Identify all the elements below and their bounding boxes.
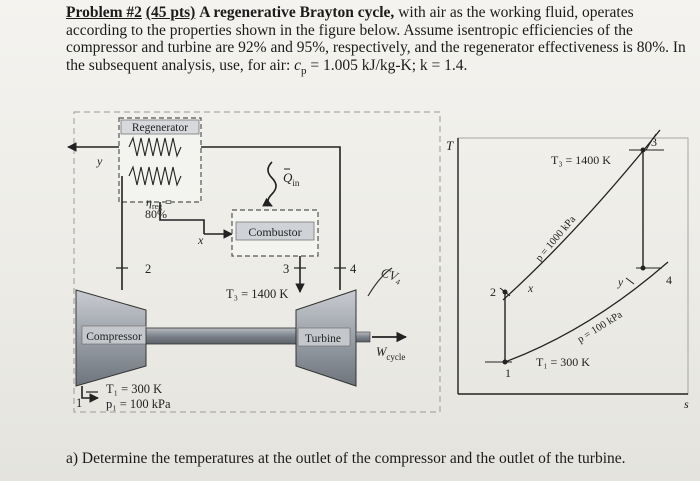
- schematic-panel: [73, 111, 441, 413]
- problem-statement: Problem #2 (45 pts) A regenerative Brayt…: [66, 4, 694, 80]
- question-a-label: a): [66, 450, 79, 467]
- schematic-y-label: y: [96, 154, 103, 168]
- problem-body: with air as the working fluid, operates …: [66, 4, 686, 74]
- cp-symbol: c: [294, 56, 302, 74]
- ts-t1-label: T₁ = 300 K: [536, 355, 590, 369]
- question-a: a) Determine the temperatures at the out…: [66, 450, 626, 468]
- regenerator-coil-bottom: [128, 165, 182, 187]
- combustor-label: Combustor: [248, 225, 301, 239]
- schematic-state-4: 4: [350, 262, 357, 276]
- ts-axis-t: T: [446, 138, 454, 153]
- turbine-label: Turbine: [305, 333, 341, 345]
- question-a-text: Determine the temperatures at the outlet…: [81, 450, 626, 467]
- inlet-arrow: [81, 386, 99, 403]
- ts-label-2: 2: [490, 285, 496, 299]
- ts-p-high-label: p = 1000 kPa: [534, 214, 579, 264]
- w-cycle-label: Wcycle: [376, 345, 405, 362]
- compressor-label: Compressor: [86, 331, 142, 343]
- cp-subscript: p: [301, 64, 307, 77]
- ts-p-low-label: p = 100 kPa: [576, 309, 625, 345]
- schematic-state-markers: [86, 267, 346, 393]
- ts-diagram: T s 1 2 3 4 x y T₃ = 1400 K T₁ = 300 K p…: [446, 129, 689, 411]
- isobar-low: [504, 261, 669, 363]
- combustor: Combustor: [231, 209, 319, 257]
- handwriting-stroke: [367, 267, 393, 297]
- handwriting-text: CV₄: [379, 265, 404, 286]
- ts-label-4: 4: [666, 273, 672, 287]
- ts-t3-label: T₃ = 1400 K: [551, 153, 611, 167]
- schematic-state-1: 1: [76, 396, 82, 410]
- regenerator: Regenerator: [118, 117, 202, 203]
- schematic-t1-label: T₁ = 300 K: [106, 382, 162, 396]
- regenerator-coil-top: [128, 136, 182, 158]
- shaft: [145, 327, 297, 345]
- problem-title: A regenerative Brayton cycle,: [199, 4, 395, 21]
- schematic-state-3: 3: [283, 262, 289, 276]
- schematic-x-label: x: [197, 233, 204, 247]
- problem-number: Problem #2: [66, 4, 142, 21]
- turbine: Turbine: [295, 289, 371, 387]
- schematic-t3-label: T₃ = 1400 K: [226, 287, 288, 301]
- schematic-state-2: 2: [145, 262, 151, 276]
- regenerator-label: Regenerator: [132, 122, 188, 134]
- eta-reg-value: 80%: [145, 207, 167, 221]
- heat-input-arrow: [262, 161, 277, 207]
- ts-label-x: x: [527, 283, 534, 295]
- ts-label-1: 1: [505, 366, 511, 380]
- ts-axis-s: s: [684, 397, 689, 411]
- ts-label-y: y: [617, 277, 624, 289]
- eta-reg-label: ηreg =: [146, 195, 172, 211]
- ts-label-3: 3: [651, 135, 657, 149]
- isobar-high: [502, 129, 661, 301]
- q-in-label: Qin: [283, 170, 300, 188]
- compressor: Compressor: [75, 289, 147, 387]
- cp-value: = 1.005 kJ/kg-K; k = 1.4.: [306, 56, 468, 74]
- schematic-p1-label: p₁ = 100 kPa: [106, 397, 171, 411]
- problem-points: (45 pts): [145, 4, 196, 21]
